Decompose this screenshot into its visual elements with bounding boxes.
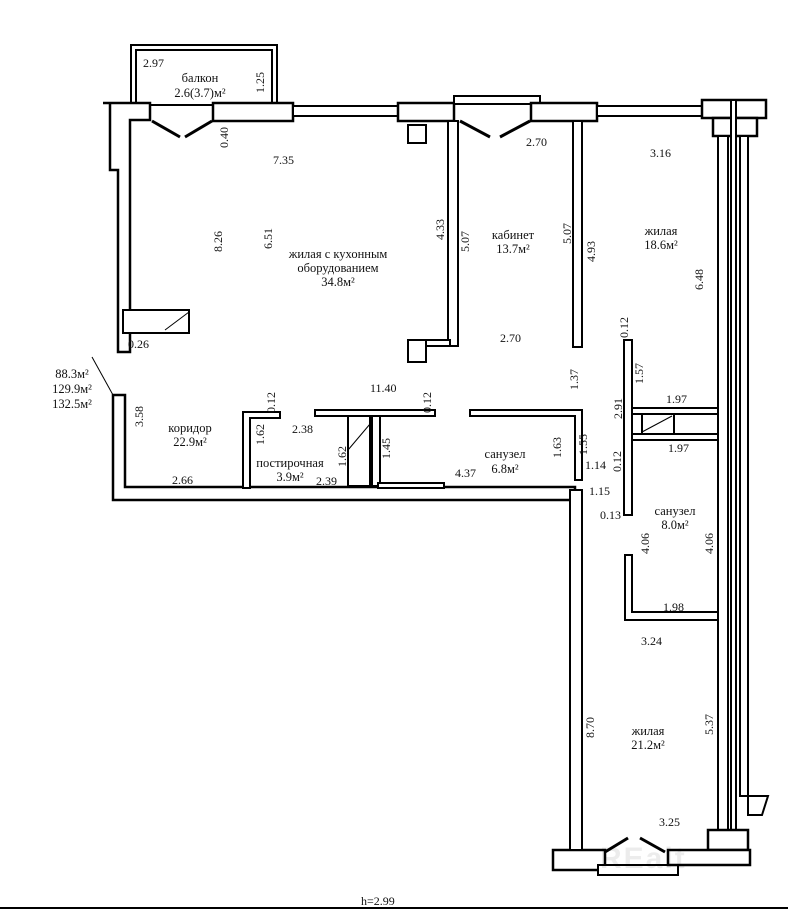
dim: 3.24 [641, 634, 662, 648]
dim: 1.98 [663, 600, 684, 614]
total-area-2: 129.9м² [52, 382, 92, 396]
ceiling-height: h=2.99 [361, 894, 395, 908]
dim: 2.66 [172, 473, 193, 487]
balcony-area: 2.6(3.7)м² [174, 86, 225, 100]
dim: 11.40 [370, 381, 397, 395]
dim: 2.91 [611, 398, 625, 419]
living-kitchen-area: 34.8м² [321, 275, 355, 289]
dim: 4.06 [638, 533, 652, 554]
dim: 0.40 [217, 127, 231, 148]
bedroom1-area: 18.6м² [644, 238, 678, 252]
dim: 3.25 [659, 815, 680, 829]
dim: 0.12 [264, 392, 278, 413]
corridor-name: коридор [168, 421, 212, 435]
bathroom1-area: 6.8м² [491, 462, 519, 476]
exterior-walls [103, 95, 770, 876]
dim: 0.26 [128, 337, 149, 351]
dim: 2.38 [292, 422, 313, 436]
dim: 7.35 [273, 153, 294, 167]
dim: 6.48 [692, 269, 706, 290]
total-area-1: 88.3м² [55, 367, 89, 381]
dim: 1.57 [632, 363, 646, 384]
dim: 4.37 [455, 466, 476, 480]
dim: 8.26 [211, 231, 225, 252]
dim: 1.14 [585, 458, 606, 472]
corridor-area: 22.9м² [173, 435, 207, 449]
dim: 1.25 [253, 72, 267, 93]
area-pointer-line [91, 356, 114, 396]
watermark: REalt [600, 842, 687, 875]
living-kitchen-name-1: жилая с кухонным [288, 247, 388, 261]
dim: 5.07 [458, 231, 472, 252]
living-kitchen-name-2: оборудованием [297, 261, 378, 275]
dim: 4.93 [584, 241, 598, 262]
dim: 5.07 [560, 223, 574, 244]
study-name: кабинет [492, 228, 535, 242]
dim: 2.97 [143, 56, 164, 70]
dim: 1.55 [576, 434, 590, 455]
dim: 0.12 [617, 317, 631, 338]
balcony-name: балкон [182, 71, 219, 85]
dim: 3.16 [650, 146, 671, 160]
dim: 2.70 [500, 331, 521, 345]
dim: 4.06 [702, 533, 716, 554]
interior-walls [111, 120, 719, 851]
dim: 1.97 [666, 392, 687, 406]
dim: 4.33 [433, 219, 447, 240]
door-swings [151, 119, 666, 854]
dim: 1.15 [589, 484, 610, 498]
dim: 8.70 [583, 717, 597, 738]
dim: 1.63 [550, 437, 564, 458]
bathroom2-name: санузел [655, 504, 696, 518]
bedroom2-area: 21.2м² [631, 738, 665, 752]
dim: 3.58 [132, 406, 146, 427]
dim: 0.12 [420, 392, 434, 413]
total-area-3: 132.5м² [52, 397, 92, 411]
dimensions-horizontal: 2.97 7.35 2.70 3.16 0.26 2.70 11.40 2.38… [128, 56, 689, 908]
dim: 1.62 [335, 446, 349, 467]
dimensions-vertical: 1.25 0.40 8.26 6.51 4.33 5.07 5.07 4.93 … [132, 72, 716, 738]
dim: 2.39 [316, 474, 337, 488]
balcony-walls [130, 44, 278, 106]
dim: 0.13 [600, 508, 621, 522]
dim: 1.45 [379, 438, 393, 459]
laundry-area: 3.9м² [276, 470, 304, 484]
laundry-name: постирочная [256, 456, 324, 470]
dim: 0.12 [610, 451, 624, 472]
dim: 5.37 [702, 714, 716, 735]
study-area: 13.7м² [496, 242, 530, 256]
bathroom2-area: 8.0м² [661, 518, 689, 532]
dim: 1.37 [567, 369, 581, 390]
bathroom1-name: санузел [485, 447, 526, 461]
bedroom2-name: жилая [631, 724, 665, 738]
dim: 1.97 [668, 441, 689, 455]
bedroom1-name: жилая [644, 224, 678, 238]
dim: 1.62 [253, 424, 267, 445]
dim: 6.51 [261, 228, 275, 249]
dim: 2.70 [526, 135, 547, 149]
